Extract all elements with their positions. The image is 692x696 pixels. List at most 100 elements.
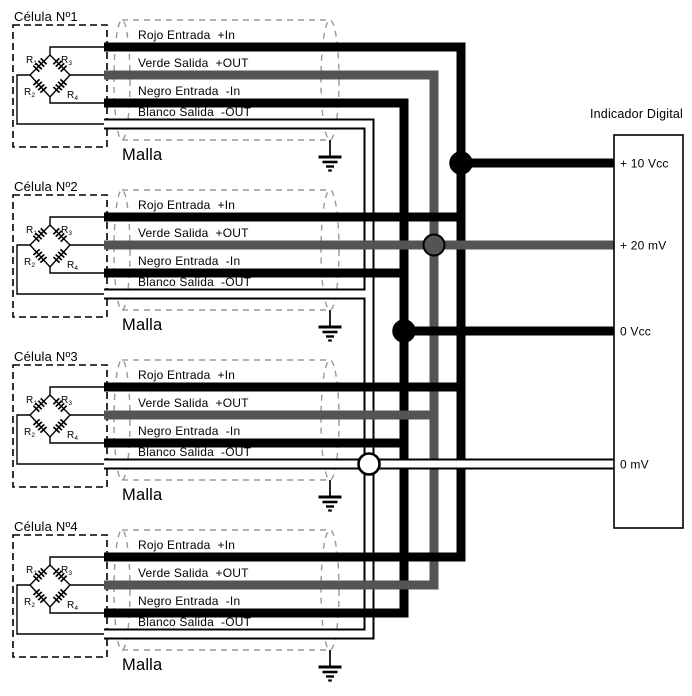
earth-ground-icon — [318, 480, 342, 512]
lead-negro — [49, 437, 105, 444]
cell-3-title: Célula Nº3 — [14, 349, 78, 364]
resistor-hatch-icon — [59, 588, 68, 596]
resistor-hatch-icon — [52, 57, 60, 65]
cell-1-title: Célula Nº1 — [14, 9, 78, 24]
resistor-hatch-icon — [32, 405, 40, 413]
junction-dot-blanco — [357, 452, 381, 476]
resistor-hatch-icon — [57, 572, 65, 580]
resistor-hatch-icon — [52, 86, 61, 94]
earth-ground-icon — [318, 310, 342, 342]
resistor-hatch-icon — [55, 593, 63, 601]
cell-4-label-negro: Negro Entrada -In — [138, 594, 240, 608]
resistor-hatch-icon — [37, 83, 45, 91]
resistor-hatch-icon — [35, 421, 43, 429]
resistor-label-R1: R1 — [26, 225, 37, 237]
lead-rojo — [49, 556, 105, 565]
lead-rojo — [49, 216, 105, 225]
shield-label: Malla — [122, 656, 163, 674]
cell-3-box — [12, 364, 108, 488]
shield-label: Malla — [122, 486, 163, 504]
cell-2-title: Célula Nº2 — [14, 179, 78, 194]
cell-1-label-rojo: Rojo Entrada +In — [138, 28, 235, 42]
wire-horizontals-layer — [104, 42, 615, 618]
cell-3-label-negro: Negro Entrada -In — [138, 424, 240, 438]
resistor-hatch-icon — [52, 426, 61, 434]
resistor-hatch-icon — [37, 423, 45, 431]
resistor-hatch-icon — [32, 78, 41, 86]
lead-blanco — [16, 414, 105, 465]
lead-negro — [49, 607, 105, 614]
resistor-hatch-icon — [52, 256, 61, 264]
indicator-title: Indicador Digital — [590, 107, 683, 121]
resistor-hatch-icon — [52, 567, 60, 575]
resistor-hatch-icon — [37, 230, 45, 238]
resistor-label-R1: R1 — [26, 395, 37, 407]
cell-2-label-negro: Negro Entrada -In — [138, 254, 240, 268]
resistor-hatch-icon — [55, 400, 63, 408]
cell-1-label-blanco: Blanco Salida -OUT — [138, 105, 252, 119]
resistor-hatch-icon — [60, 575, 68, 583]
junction-dot-negro — [392, 319, 416, 343]
resistor-label-R2: R2 — [24, 597, 35, 609]
cell-4-label-rojo: Rojo Entrada +In — [138, 538, 235, 552]
earth-ground-icon — [318, 140, 342, 172]
cable-end-left — [113, 529, 131, 651]
resistor-hatch-icon — [35, 402, 43, 410]
resistor-hatch-icon — [37, 60, 45, 68]
junction-dot-rojo — [449, 151, 473, 175]
shield-label: Malla — [122, 146, 163, 164]
resistor-hatch-icon — [60, 235, 68, 243]
resistor-hatch-icon — [59, 248, 68, 256]
resistor-hatch-icon — [32, 575, 40, 583]
resistor-hatch-icon — [35, 251, 43, 259]
resistor-label-R4: R4 — [67, 260, 78, 272]
resistor-hatch-icon — [55, 60, 63, 68]
resistor-hatch-icon — [60, 405, 68, 413]
resistor-hatch-icon — [37, 400, 45, 408]
resistor-hatch-icon — [35, 232, 43, 240]
resistor-hatch-icon — [57, 62, 65, 70]
cell-1-label-negro: Negro Entrada -In — [138, 84, 240, 98]
terminal-label-2: + 20 mV — [620, 239, 666, 253]
cell-2-label-verde: Verde Salida +OUT — [138, 226, 249, 240]
resistor-hatch-icon — [32, 418, 41, 426]
indicator-box — [613, 134, 684, 529]
cell-3-label-verde: Verde Salida +OUT — [138, 396, 249, 410]
resistor-hatch-icon — [39, 596, 48, 604]
earth-ground-icon — [318, 650, 342, 682]
resistor-hatch-icon — [52, 596, 61, 604]
resistor-label-R1: R1 — [26, 565, 37, 577]
resistor-hatch-icon — [55, 253, 63, 261]
lead-blanco — [16, 244, 105, 295]
resistor-hatch-icon — [32, 235, 40, 243]
cell-2-label-blanco: Blanco Salida -OUT — [138, 275, 252, 289]
resistor-hatch-icon — [57, 591, 65, 599]
resistor-hatch-icon — [32, 248, 41, 256]
cable-end-right — [320, 529, 340, 651]
resistor-hatch-icon — [57, 81, 65, 89]
resistor-hatch-icon — [35, 591, 43, 599]
lead-blanco — [16, 74, 105, 125]
resistor-hatch-icon — [39, 256, 48, 264]
resistor-hatch-icon — [55, 83, 63, 91]
cable-end-left — [113, 189, 131, 311]
cable-end-right — [320, 189, 340, 311]
resistor-hatch-icon — [52, 227, 60, 235]
resistor-hatch-icon — [57, 402, 65, 410]
cell-1-box — [12, 24, 108, 148]
resistor-hatch-icon — [32, 65, 40, 73]
resistor-hatch-icon — [57, 421, 65, 429]
resistor-hatch-icon — [55, 230, 63, 238]
resistor-label-R2: R2 — [24, 427, 35, 439]
resistor-hatch-icon — [35, 572, 43, 580]
resistor-label-R4: R4 — [67, 430, 78, 442]
resistor-label-R2: R2 — [24, 257, 35, 269]
resistor-hatch-icon — [39, 86, 48, 94]
